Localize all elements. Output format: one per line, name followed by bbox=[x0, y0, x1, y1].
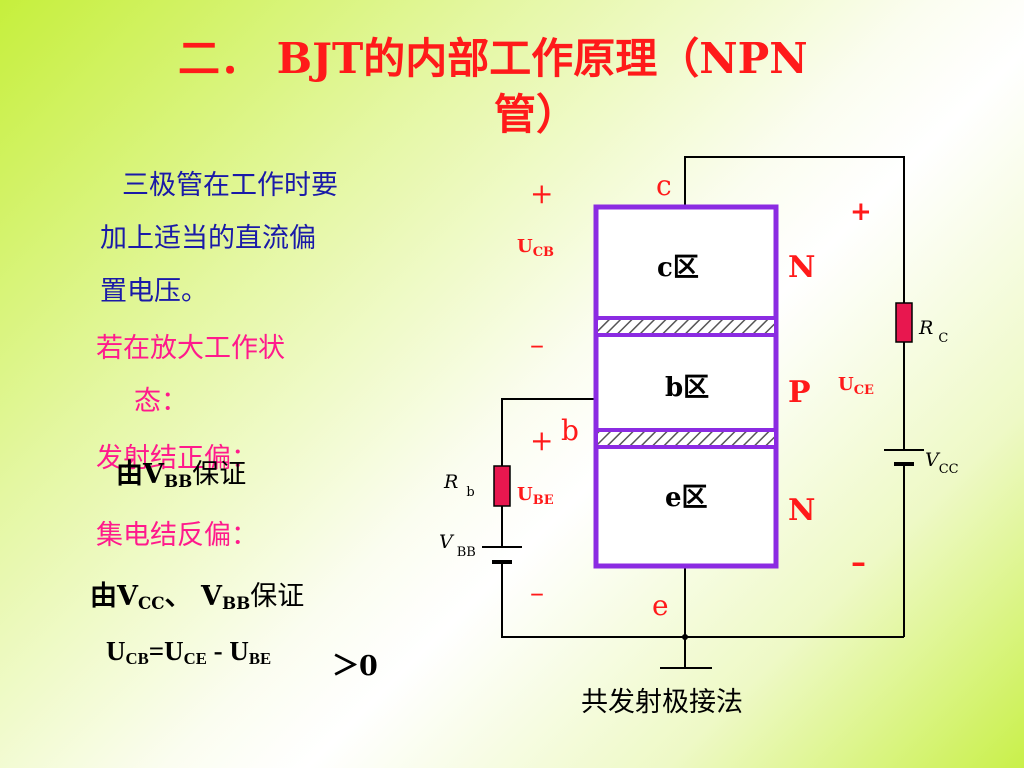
rb-sub: b bbox=[466, 485, 474, 500]
ube-sub: BE bbox=[533, 493, 554, 508]
battery-vbb bbox=[482, 546, 522, 564]
ube-label: UBE bbox=[517, 484, 554, 508]
uce-u: U bbox=[838, 374, 854, 395]
greater-than-zero: ＞0 bbox=[332, 651, 378, 682]
vbb-sub: BB bbox=[163, 471, 193, 492]
uce-sub: CE bbox=[854, 383, 874, 398]
uce-label: UCE bbox=[838, 374, 874, 398]
eq-s3: BE bbox=[248, 649, 272, 669]
collector-junction bbox=[594, 316, 778, 337]
intro-line-1: 三极管在工作时要 bbox=[122, 170, 338, 201]
ucb-plus: + bbox=[530, 177, 553, 210]
resistor-rc bbox=[895, 302, 913, 343]
region-c-label: c区 bbox=[657, 253, 699, 283]
region-e-label: e区 bbox=[665, 483, 708, 513]
collector-reverse-bias-label: 集电结反偏： bbox=[96, 520, 258, 551]
region-b-label: b区 bbox=[665, 373, 709, 403]
terminal-e-label: e bbox=[652, 589, 669, 622]
ground-symbol bbox=[660, 634, 712, 669]
vcc-prefix: 由V bbox=[90, 581, 138, 612]
eq-s1: CB bbox=[125, 649, 149, 669]
rc-sub: C bbox=[938, 331, 948, 346]
ucb-u: U bbox=[517, 236, 533, 257]
ube-plus: + bbox=[530, 424, 553, 457]
eq-s2: CE bbox=[183, 649, 207, 669]
type-n-collector: N bbox=[788, 250, 815, 285]
vcc-v: V bbox=[925, 449, 941, 471]
vcc-label: VCC bbox=[925, 449, 959, 477]
vcc-mid: 、 V bbox=[164, 581, 222, 612]
vbb-suffix: 保证 bbox=[192, 459, 247, 490]
eq-u2: =U bbox=[148, 636, 184, 666]
ube-u: U bbox=[517, 484, 533, 505]
vcc-sub2: BB bbox=[221, 593, 251, 614]
vbb-sub: BB bbox=[457, 545, 476, 560]
ucb-minus: – bbox=[530, 328, 544, 361]
slide-title-line2: 管） bbox=[494, 90, 579, 139]
condition-line-2: 态： bbox=[134, 386, 188, 417]
vcc-vbb-guarantee-text: 由VCC、 VBB保证 bbox=[90, 574, 304, 613]
vbb-prefix: 由V bbox=[116, 459, 164, 490]
terminal-c-label: c bbox=[656, 169, 672, 202]
eq-u3: - U bbox=[206, 636, 249, 666]
condition-line-1: 若在放大工作状 bbox=[96, 333, 285, 364]
rc-r: R bbox=[918, 317, 933, 339]
circuit-wires bbox=[501, 156, 905, 668]
voltage-equation: UCB=UCE - UBE bbox=[106, 636, 271, 669]
emitter-junction bbox=[594, 428, 778, 449]
eq-u1: U bbox=[106, 636, 126, 666]
uce-minus: – bbox=[851, 545, 866, 580]
slide-title-line1: 二． BJT的内部工作原理（NPN bbox=[178, 34, 808, 83]
vcc-sub: CC bbox=[137, 593, 165, 614]
vbb-guarantee-text: 由VBB保证 bbox=[116, 452, 246, 491]
battery-vcc bbox=[884, 449, 924, 466]
circuit-caption: 共发射极接法 bbox=[581, 687, 743, 718]
transistor-body bbox=[593, 204, 779, 569]
type-n-emitter: N bbox=[788, 493, 815, 528]
type-p-base: P bbox=[788, 375, 811, 410]
vcc-suffix: 保证 bbox=[250, 581, 305, 612]
terminal-b-label: b bbox=[561, 414, 579, 447]
ucb-label: UCB bbox=[517, 236, 554, 260]
ube-minus: – bbox=[530, 576, 544, 609]
vcc-sub: CC bbox=[939, 462, 959, 477]
vbb-v: V bbox=[439, 531, 455, 553]
intro-line-2: 加上适当的直流偏 bbox=[100, 223, 316, 254]
rb-r: R bbox=[443, 471, 458, 493]
resistor-rb bbox=[493, 465, 511, 507]
emitter-forward-bias-label: 发射结正偏： bbox=[96, 443, 258, 474]
ucb-sub: CB bbox=[533, 245, 554, 260]
uce-plus: + bbox=[850, 197, 872, 227]
intro-line-3: 置电压。 bbox=[100, 276, 208, 307]
